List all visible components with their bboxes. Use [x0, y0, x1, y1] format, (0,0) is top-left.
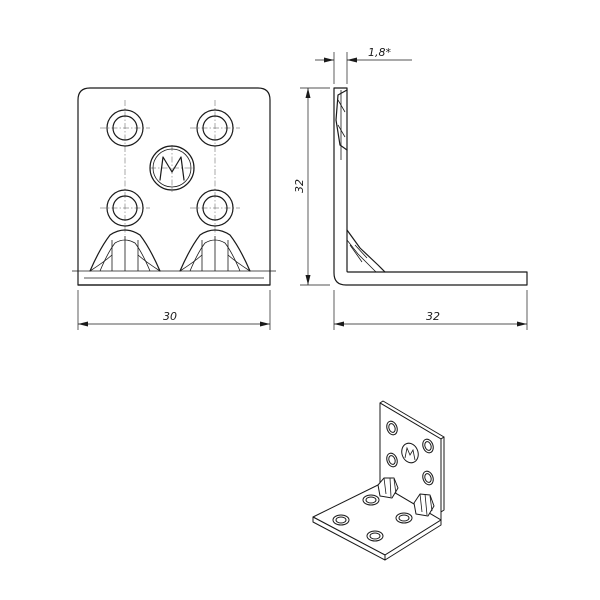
dimension-thickness: 1,8* [315, 46, 412, 84]
side-hole-profile [335, 89, 348, 151]
iso-rib-right [413, 493, 435, 517]
hole-bottom-right [196, 189, 234, 227]
dimension-width: 30 [77, 290, 271, 330]
stiffening-rib-left [89, 229, 161, 272]
iso-rib-left [377, 477, 399, 499]
iso-horizontal-holes [332, 494, 413, 542]
side-rib-inner [346, 239, 377, 273]
logo-emboss [149, 145, 195, 191]
side-view: 32 32 1,8* [293, 46, 528, 330]
dimension-height: 32 [293, 87, 330, 286]
iso-horizontal-edge-right [384, 519, 442, 561]
side-profile [333, 87, 528, 286]
dimension-leg-length: 32 [333, 290, 528, 330]
isometric-view [312, 400, 445, 561]
dimension-leg-length-label: 32 [426, 310, 440, 323]
hole-top-left [106, 109, 144, 147]
dimension-width-label: 30 [163, 310, 177, 323]
side-rib-detail [349, 244, 368, 263]
dimension-thickness-label: 1,8* [368, 46, 391, 59]
hole-bottom-left [106, 189, 144, 227]
front-plate-outline [77, 87, 271, 286]
iso-logo [401, 442, 419, 464]
side-rib-outer [346, 229, 386, 273]
iso-vertical-holes [386, 420, 434, 486]
dimension-height-label: 32 [293, 179, 306, 193]
hole-top-right [196, 109, 234, 147]
front-view: 30 [72, 87, 276, 330]
side-hole-detail [337, 99, 346, 138]
stiffening-rib-right [179, 229, 251, 272]
